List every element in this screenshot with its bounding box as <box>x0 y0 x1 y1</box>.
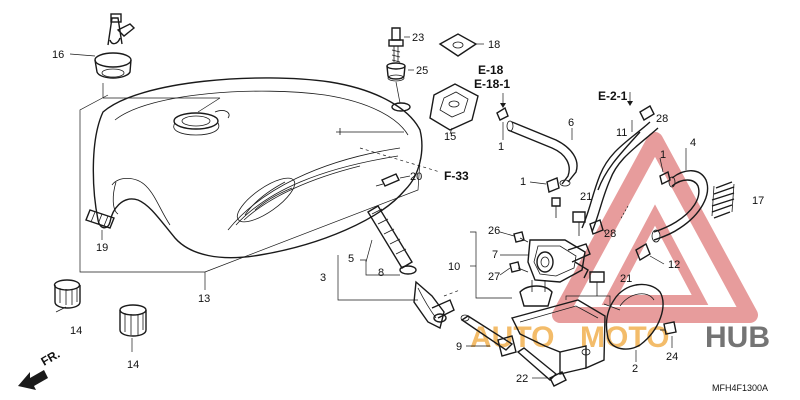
fuel-cap <box>94 13 136 79</box>
watermark-triangle-inner <box>601 204 709 305</box>
bracket-lead <box>565 295 611 306</box>
group-line-5 <box>360 259 400 276</box>
label-16: 16 <box>52 49 64 61</box>
label-19: 19 <box>96 242 108 254</box>
label-21-upper: 21 <box>580 191 592 203</box>
label-4: 4 <box>690 137 696 149</box>
label-3: 3 <box>320 272 326 284</box>
ref-e21: E-2-1 <box>598 89 628 103</box>
valve-mount-bracket <box>510 299 606 375</box>
watermark-logo <box>552 132 758 323</box>
label-13: 13 <box>198 293 210 305</box>
label-5: 5 <box>348 253 354 265</box>
label-21-lower: 21 <box>620 273 632 285</box>
shaft-9 <box>460 314 517 357</box>
watermark-brand-right: HUB <box>705 321 770 354</box>
label-12: 12 <box>668 259 680 271</box>
spring-17 <box>711 181 735 219</box>
bolt-21-upper <box>572 211 586 236</box>
label-20: 20 <box>410 171 422 183</box>
front-direction-arrow: FR. <box>18 347 62 390</box>
label-7: 7 <box>492 249 498 261</box>
group-line-10 <box>470 231 512 299</box>
bolt-22 <box>516 347 567 387</box>
direction-label: FR. <box>39 347 63 369</box>
arrow-icon <box>18 370 48 390</box>
reference-labels: E-18 E-18-1 E-2-1 F-33 <box>444 63 628 183</box>
hose-4 <box>651 170 709 243</box>
ref-e181: E-18-1 <box>474 77 510 91</box>
label-28-lower: 28 <box>604 228 616 240</box>
clip-12 <box>635 242 651 262</box>
part-labels: 16 23 18 25 15 1 6 11 28 4 1 17 20 1 21 … <box>52 32 764 385</box>
label-2: 2 <box>632 363 638 375</box>
watermark-triangle-outer <box>552 132 758 323</box>
label-14-right: 14 <box>127 359 139 371</box>
tank-outline-box <box>79 94 421 273</box>
figure-code: MFH4F1300A <box>712 383 768 393</box>
label-11: 11 <box>616 127 627 139</box>
screw-24 <box>660 321 677 335</box>
fuel-valve-body <box>519 239 591 307</box>
cover-2 <box>605 283 664 350</box>
label-28-upper: 28 <box>656 113 668 125</box>
filler-neck-ring <box>173 112 219 130</box>
label-1-right: 1 <box>660 149 666 161</box>
bracket-15 <box>429 83 479 131</box>
screw-27 <box>509 261 529 273</box>
label-8: 8 <box>378 267 384 279</box>
label-14-left: 14 <box>70 325 82 337</box>
cushion-left <box>53 279 81 309</box>
strainer-screen <box>367 205 413 269</box>
rubber-cushion-19 <box>85 209 115 229</box>
fuel-tank <box>92 77 423 259</box>
label-17: 17 <box>752 195 764 207</box>
label-27: 27 <box>488 271 500 283</box>
label-15: 15 <box>444 131 456 143</box>
screw-20 <box>375 173 400 187</box>
clip-1-right <box>659 170 671 186</box>
ref-f33: F-33 <box>444 169 469 183</box>
clip-1-mid <box>546 177 560 193</box>
label-26: 26 <box>488 225 500 237</box>
bolt-21-lower <box>589 271 605 296</box>
bolt-23 <box>388 27 404 63</box>
label-1-mid: 1 <box>520 176 526 188</box>
clip-28-upper <box>639 105 655 121</box>
screw-26 <box>513 231 529 243</box>
label-22: 22 <box>516 373 528 385</box>
plate-18 <box>438 33 478 57</box>
grommet-25 <box>386 62 406 82</box>
ref-e18: E-18 <box>478 63 504 77</box>
clip-28-lower <box>589 219 604 235</box>
fuel-cock-body <box>413 280 455 330</box>
label-25: 25 <box>416 65 428 77</box>
hose-11 <box>581 121 659 233</box>
label-1-upper: 1 <box>498 141 504 153</box>
label-23: 23 <box>412 32 424 44</box>
cushion-right <box>119 304 147 337</box>
label-10: 10 <box>448 261 460 273</box>
o-ring-8 <box>399 265 417 275</box>
hose-6 <box>506 120 578 187</box>
label-6: 6 <box>568 117 574 129</box>
screw-under-clip <box>551 197 561 218</box>
label-18: 18 <box>488 39 500 51</box>
group-line-3 <box>337 255 418 301</box>
label-24: 24 <box>666 351 678 363</box>
label-9: 9 <box>456 341 462 353</box>
clip-1-upper <box>496 106 509 121</box>
